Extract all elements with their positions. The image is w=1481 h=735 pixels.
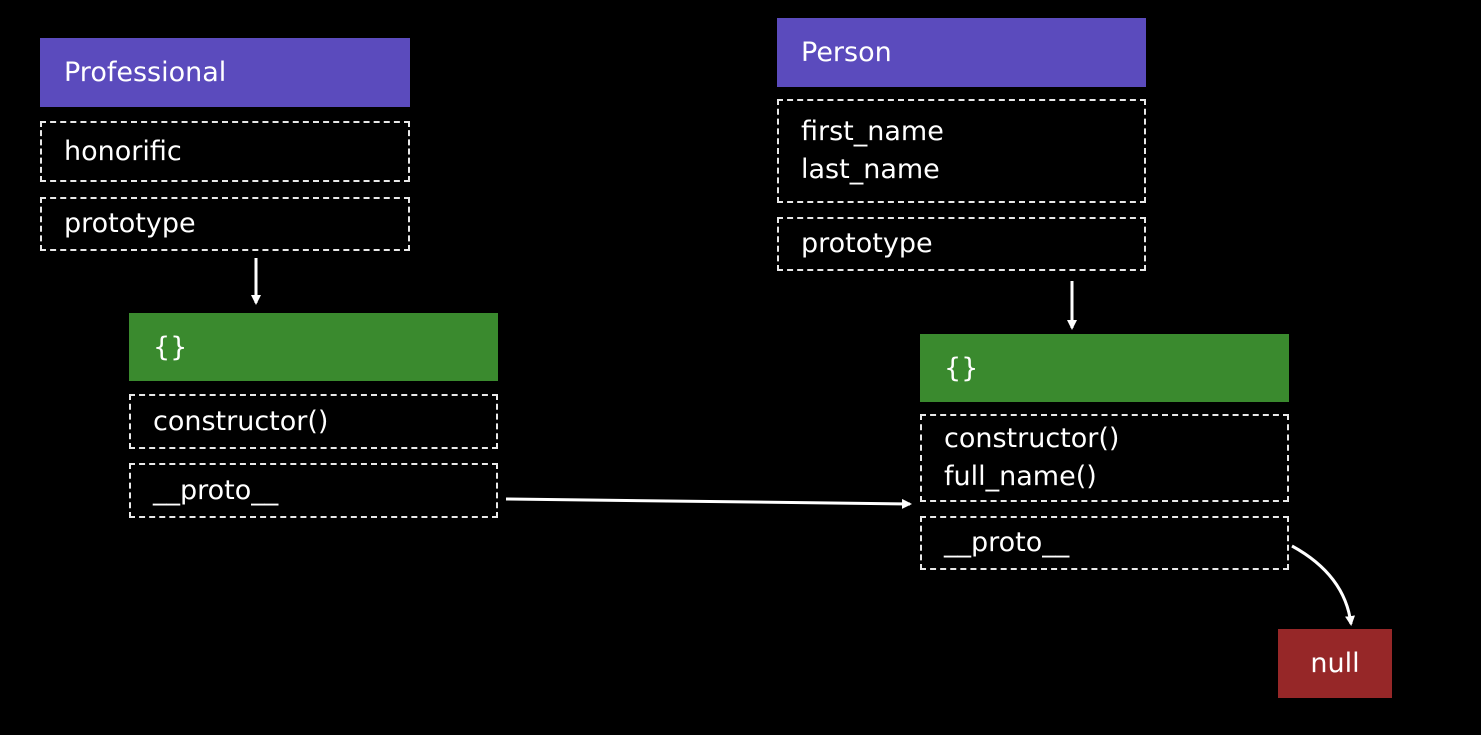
null-box: null [1278,629,1392,698]
person-prototype: prototype [777,217,1146,271]
arrow-proto-chain [505,497,912,509]
professional-prototype-label: prototype [64,208,196,239]
person-fields: first_name last_name [777,99,1146,203]
person-header: Person [777,18,1146,87]
professional-proto-link: __proto__ [129,463,498,518]
professional-title: Professional [64,57,227,88]
professional-field: honorific [64,135,182,167]
professional-proto-label: __proto__ [153,474,279,506]
professional-proto-methods: constructor() [129,394,498,449]
person-proto-title: {} [944,352,979,384]
person-field-first-name: first_name [801,116,944,147]
null-label: null [1310,648,1360,679]
person-title: Person [801,37,892,68]
professional-proto-title: {} [153,331,188,363]
professional-fields: honorific [40,121,410,182]
person-proto-method-full-name: full_name() [944,461,1097,492]
person-proto-header: {} [920,334,1289,402]
person-field-last-name: last_name [801,154,940,185]
person-proto-link: __proto__ [920,516,1289,570]
person-prototype-label: prototype [801,228,933,259]
professional-proto-header: {} [129,313,498,381]
person-proto-label: __proto__ [944,527,1070,558]
professional-header: Professional [40,38,410,107]
person-proto-method-constructor: constructor() [944,423,1120,454]
professional-proto-method: constructor() [153,405,329,437]
person-proto-methods: constructor() full_name() [920,414,1289,502]
professional-prototype: prototype [40,197,410,251]
arrow-proto-to-null [1291,544,1355,626]
